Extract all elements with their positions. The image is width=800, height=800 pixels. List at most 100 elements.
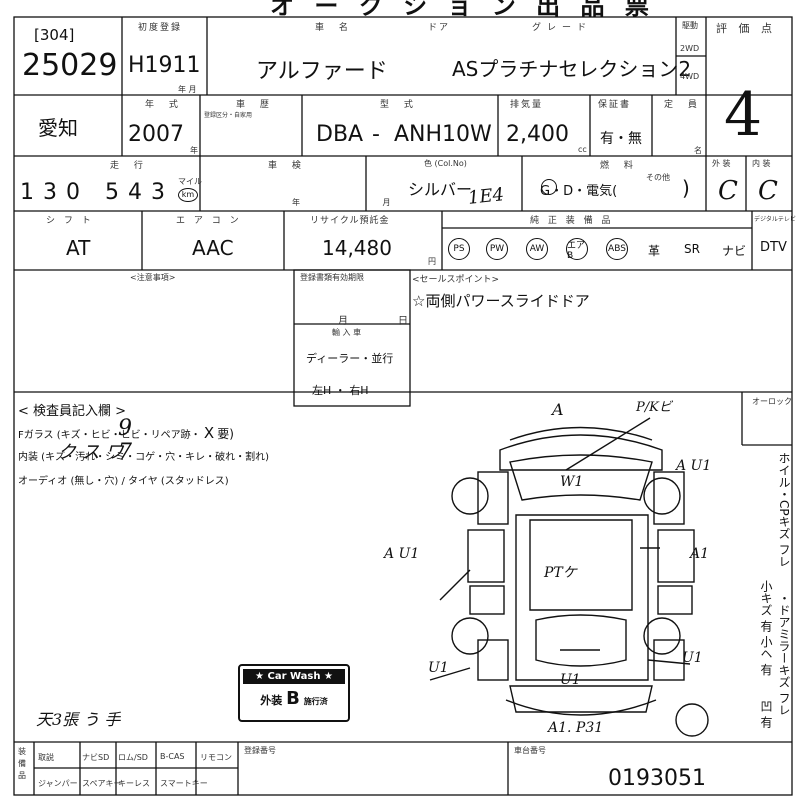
bottom-row1-item-2: ロム/SD bbox=[118, 753, 148, 762]
first-reg-label: 初度登録 bbox=[138, 23, 183, 33]
inspector-line1-text: Fガラス (キズ・ヒビ・ヒビ・リペア跡・ bbox=[18, 430, 201, 441]
right-note-2: ・ドアミラーキズ フレ bbox=[777, 592, 791, 716]
notes-label: <注意事項> bbox=[130, 273, 176, 282]
aircon-value: AAC bbox=[192, 236, 234, 260]
inspector-line1: Fガラス (キズ・ヒビ・ヒビ・リペア跡・ X 要) bbox=[18, 424, 234, 442]
mark-u1-left: U1 bbox=[428, 660, 449, 676]
recycle-value: 14,480 bbox=[322, 236, 392, 260]
sales-point-value: ☆両側パワースライドドア bbox=[412, 292, 590, 310]
color-value: シルバー bbox=[408, 180, 473, 199]
rating-label: 評 価 点 bbox=[716, 22, 776, 35]
sales-point-label: <セールスポイント> bbox=[412, 275, 500, 285]
fuel-close: ) bbox=[682, 176, 690, 200]
odometer-label: オーロック bbox=[752, 397, 792, 406]
bottom-row1-item-4: リモコン bbox=[200, 753, 232, 762]
mark-pt: PTケ bbox=[544, 565, 577, 581]
equipment-item-6: SR bbox=[684, 242, 700, 256]
inspector-label: < 検査員記入欄 > bbox=[18, 404, 127, 419]
bottom-row2-item-2: キーレス bbox=[118, 779, 150, 788]
interior-label: 内 装 bbox=[752, 159, 771, 168]
model-prefix: DBA bbox=[316, 122, 364, 147]
mileage-label: 走 行 bbox=[110, 161, 149, 171]
equipment-extra-label: デジタルテレビ bbox=[754, 216, 796, 223]
bottom-row1-item-1: ナビSD bbox=[82, 753, 110, 762]
inspector-hand1: ク ス ワ bbox=[58, 442, 124, 463]
mileage-unit-top: マイル bbox=[178, 177, 202, 186]
displacement-value: 2,400 bbox=[506, 122, 569, 147]
mileage-value: 130 543 bbox=[20, 180, 174, 205]
import-value: ディーラー・並行 bbox=[306, 352, 394, 365]
drive-label: 駆動 bbox=[682, 21, 698, 30]
warranty-value: 有・無 bbox=[600, 131, 642, 147]
drive-2wd: 2WD bbox=[680, 44, 700, 53]
fuel-other: その他 bbox=[646, 173, 670, 182]
equipment-item-7: ナビ bbox=[722, 244, 747, 258]
region: 愛知 bbox=[38, 116, 78, 140]
model-dash: - bbox=[372, 122, 380, 147]
inspection-label: 車 検 bbox=[268, 161, 307, 171]
inspector-hand2: 9 bbox=[118, 416, 132, 441]
carwash-row: 外装 B 施行済 bbox=[240, 688, 348, 709]
bottom-row2-item-0: ジャンパー bbox=[38, 779, 78, 788]
equipment-extra: DTV bbox=[760, 240, 787, 255]
capacity-label: 定 員 bbox=[664, 100, 703, 110]
displacement-label: 排気量 bbox=[510, 100, 544, 110]
equipment-item-1: PW bbox=[486, 238, 508, 260]
bottom-row1-item-0: 取説 bbox=[38, 753, 54, 762]
inspector-line3: オーディオ (無し・穴) / タイヤ (スタッドレス) bbox=[18, 476, 229, 487]
displacement-unit: cc bbox=[578, 145, 587, 154]
fuel-label: 燃 料 bbox=[600, 161, 639, 171]
recycle-unit: 円 bbox=[428, 257, 436, 266]
color-label: 色 (Col.No) bbox=[424, 159, 467, 168]
mark-u1-right: U1 bbox=[682, 650, 703, 666]
carwash-badge: ★ Car Wash ★ 外装 B 施行済 bbox=[238, 664, 350, 722]
first-reg-unit: 年 月 bbox=[178, 85, 197, 94]
carwash-suffix: 施行済 bbox=[303, 697, 328, 706]
mark-u1-center: U1 bbox=[560, 672, 581, 688]
shift-label: シ フ ト bbox=[46, 216, 94, 226]
year-unit: 年 bbox=[190, 146, 198, 155]
right-note-1: ホイル・CPキズ フレ bbox=[777, 452, 791, 568]
reg-label: 登録番号 bbox=[244, 746, 276, 755]
mileage-unit-km: km bbox=[178, 188, 198, 202]
right-note-4: 凹 有 bbox=[759, 700, 773, 728]
model-value: ANH10W bbox=[394, 122, 492, 147]
car-name-label: 車 名 bbox=[315, 23, 354, 33]
inspector-sign: 天3張 う 手 bbox=[36, 710, 121, 729]
bottom-row1-item-3: B-CAS bbox=[160, 752, 185, 761]
equipment-item-4: ABS bbox=[606, 238, 628, 260]
inspection-unit: 年 月 bbox=[292, 198, 431, 207]
mark-a1-p31: A1. P31 bbox=[548, 720, 604, 736]
grade-value: ASプラチナセレクション2 bbox=[452, 57, 692, 81]
mark-au1-right: A U1 bbox=[676, 458, 712, 474]
lot-code: [304] bbox=[34, 26, 75, 44]
car-name-value: アルファード bbox=[256, 59, 388, 84]
year-label: 年 式 bbox=[145, 100, 184, 110]
mark-a-top: A bbox=[552, 400, 564, 419]
bottom-side-label: 装 備 品 bbox=[18, 747, 26, 780]
carwash-label: 外装 bbox=[260, 694, 283, 707]
frame-label: 車台番号 bbox=[514, 746, 546, 755]
carwash-grade: B bbox=[286, 688, 300, 709]
mark-au1-left: A U1 bbox=[384, 546, 420, 562]
page-title: オ ー ク シ ョ ン 出 品 票 bbox=[270, 0, 655, 20]
rating-value: 4 bbox=[724, 80, 763, 150]
fuel-value: G・D・電気( bbox=[540, 184, 618, 199]
mark-w: W1 bbox=[560, 474, 584, 490]
right-note-3: 小キズ 有 小ヘ 有 bbox=[759, 580, 773, 676]
equipment-item-3: エアB bbox=[566, 238, 588, 261]
recycle-label: リサイクル預託金 bbox=[310, 216, 390, 226]
inspector-line2: 内装 (キズ・汚れ・シミ・コゲ・穴・キレ・破れ・割れ) bbox=[18, 452, 269, 463]
shift-value: AT bbox=[66, 236, 91, 260]
inspect-expire-month: 月 bbox=[338, 316, 348, 327]
bottom-row2-item-1: スペアキー bbox=[82, 779, 122, 788]
aircon-label: エ ア コ ン bbox=[176, 216, 242, 226]
mark-p-top: P/Kビ bbox=[636, 400, 672, 415]
exterior-value: C bbox=[718, 176, 738, 206]
equipment-item-0: PS bbox=[448, 238, 470, 260]
inspector-hand3: 7 bbox=[118, 440, 132, 465]
bottom-row2-item-3: スマートキー bbox=[160, 779, 208, 788]
interior-value: C bbox=[758, 176, 778, 206]
